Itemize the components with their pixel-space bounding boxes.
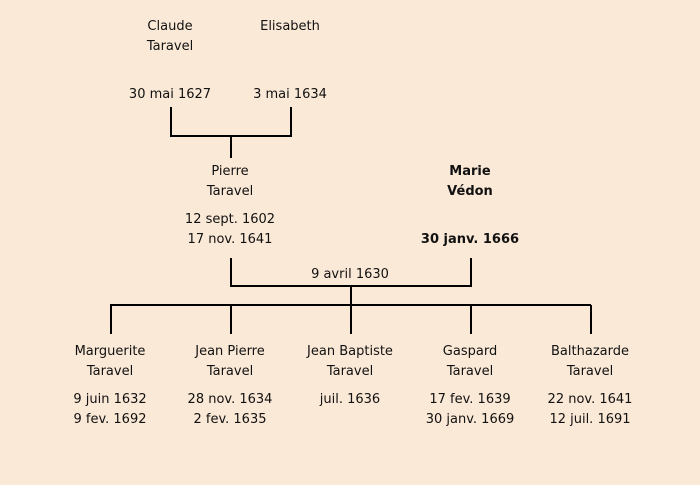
child-birth-date: 9 juin 1632 bbox=[73, 392, 147, 407]
mother-last-name: Védon bbox=[447, 184, 493, 199]
grandfather-first-name: Claude bbox=[147, 19, 193, 34]
child-death-date: 30 janv. 1669 bbox=[425, 412, 515, 427]
mother-first-name: Marie bbox=[449, 164, 491, 179]
child-death-date: 9 fev. 1692 bbox=[73, 412, 147, 427]
father-first-name: Pierre bbox=[211, 164, 249, 179]
child-death-date: 2 fev. 1635 bbox=[193, 412, 267, 427]
child-first-name: Balthazarde bbox=[551, 344, 629, 359]
grandfather-last-name: Taravel bbox=[146, 39, 194, 54]
child-birth-date: 28 nov. 1634 bbox=[187, 392, 273, 407]
father-last-name: Taravel bbox=[206, 184, 254, 199]
child-last-name: Taravel bbox=[326, 364, 374, 379]
grandmother-death-date: 3 mai 1634 bbox=[253, 87, 327, 102]
grandfather-death-date: 30 mai 1627 bbox=[128, 87, 212, 102]
child-last-name: Taravel bbox=[566, 364, 614, 379]
child-first-name: Jean Pierre bbox=[195, 344, 265, 359]
child-first-name: Jean Baptiste bbox=[307, 344, 393, 359]
child-last-name: Taravel bbox=[446, 364, 494, 379]
child-first-name: Gaspard bbox=[442, 344, 498, 359]
father-death-date: 17 nov. 1641 bbox=[187, 232, 273, 247]
mother-death-date: 30 janv. 1666 bbox=[420, 232, 520, 247]
grandparents-bracket bbox=[170, 107, 292, 137]
child-first-name: Marguerite bbox=[74, 344, 146, 359]
child-death-date: 12 juil. 1691 bbox=[549, 412, 631, 427]
child-last-name: Taravel bbox=[86, 364, 134, 379]
marriage-date: 9 avril 1630 bbox=[311, 267, 389, 282]
child-last-name: Taravel bbox=[206, 364, 254, 379]
child-birth-date: 22 nov. 1641 bbox=[547, 392, 633, 407]
grandmother-first-name: Elisabeth bbox=[260, 19, 320, 34]
child-birth-date: 17 fev. 1639 bbox=[429, 392, 511, 407]
father-birth-date: 12 sept. 1602 bbox=[184, 212, 276, 227]
child-birth-date: juil. 1636 bbox=[319, 392, 381, 407]
